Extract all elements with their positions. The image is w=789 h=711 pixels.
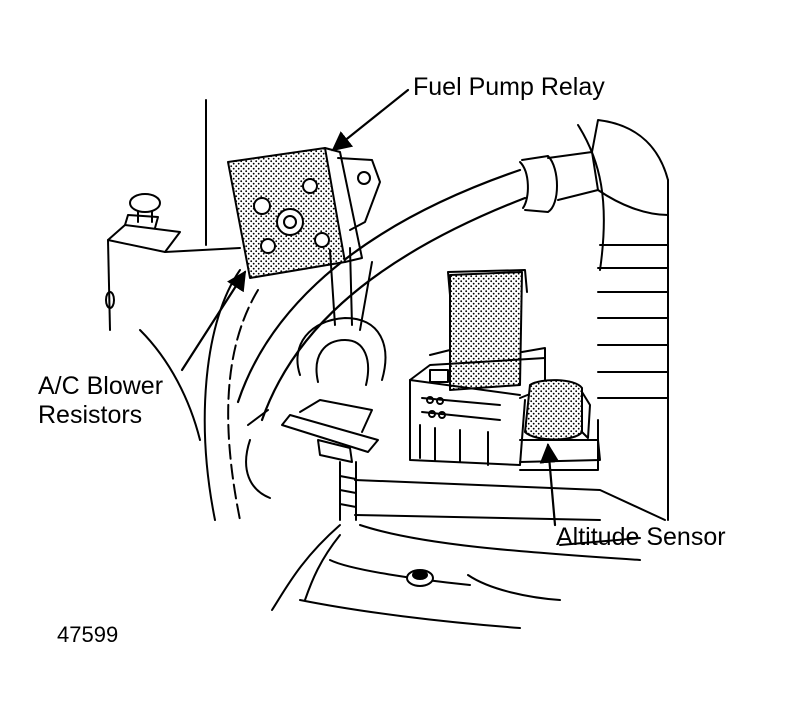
fuel-pump-relay xyxy=(227,147,381,279)
blower-resistor xyxy=(281,247,387,521)
ac-blower-label-line2: Resistors xyxy=(38,401,143,429)
cowl-curve-dashed xyxy=(227,289,259,521)
bolt xyxy=(406,569,434,587)
fuel-pump-relay-label: Fuel Pump Relay xyxy=(413,73,605,101)
grille xyxy=(519,124,669,521)
altitude-sensor-label: Altitude Sensor xyxy=(556,523,726,551)
altitude-sensor-leader xyxy=(539,443,560,527)
base-panel xyxy=(245,409,666,629)
ac-blower-label-line1: A/C Blower xyxy=(38,372,164,400)
ac-blower-leader xyxy=(180,270,247,372)
control-module xyxy=(409,269,546,466)
altitude-sensor-part xyxy=(519,379,601,463)
figure-number: 47599 xyxy=(57,622,119,647)
left-bracket xyxy=(105,193,241,331)
fuel-pump-relay-leader xyxy=(331,88,410,152)
hose xyxy=(236,119,669,422)
